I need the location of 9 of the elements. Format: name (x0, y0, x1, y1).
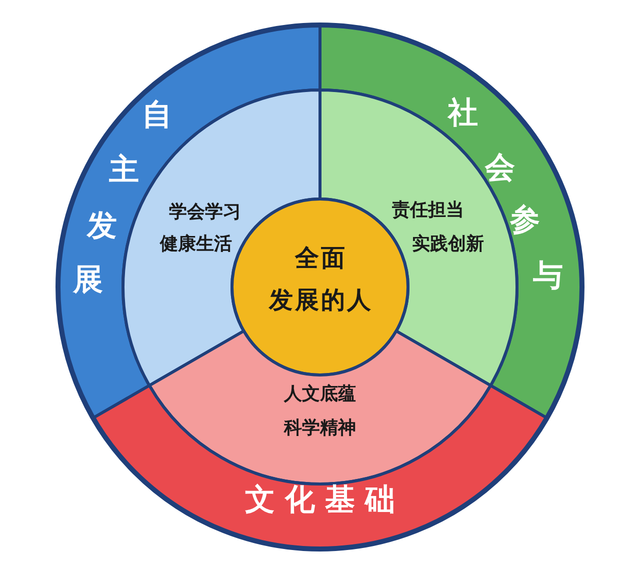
ring-segment (148, 330, 492, 486)
segment-label: 责任担当 (392, 200, 464, 220)
segment-label: 实践创新 (412, 234, 484, 254)
segment-label: 健康生活 (160, 234, 232, 254)
segment-label: 学会学习 (169, 202, 241, 222)
segment-label: 人文底蕴 (284, 384, 356, 404)
segment-label: 科学精神 (284, 418, 356, 438)
segment-label: 文化基础 (245, 482, 395, 518)
center-label: 全面发展的人 (269, 244, 371, 314)
